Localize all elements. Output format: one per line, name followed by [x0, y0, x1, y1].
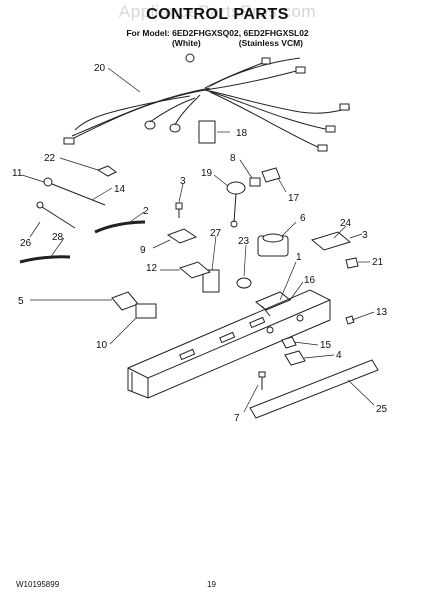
callout-7: 7: [234, 413, 240, 424]
part-23-knob: [236, 277, 252, 289]
callout-10: 10: [96, 340, 108, 351]
part-7-screw: [258, 371, 266, 390]
callout-2: 2: [143, 206, 149, 217]
variant-stainless: (Stainless VCM): [238, 38, 304, 48]
callout-23: 23: [238, 236, 250, 247]
callout-27: 27: [210, 228, 222, 239]
callout-11: 11: [12, 168, 23, 179]
part-3-screw: [175, 202, 183, 218]
page-number: 19: [207, 580, 216, 589]
callout-12: 12: [146, 263, 158, 274]
callout-3-top: 3: [180, 176, 186, 187]
part-27-label: [202, 269, 220, 293]
callout-21: 21: [372, 257, 384, 268]
part-24-bracket: [310, 231, 352, 251]
callout-19: 19: [201, 168, 213, 179]
callout-16: 16: [304, 275, 316, 286]
part-12-switch: [178, 261, 212, 279]
part-22-clip: [96, 165, 117, 177]
part-13-screw: [345, 315, 355, 325]
callout-17: 17: [288, 193, 300, 204]
model-line: For Model: 6ED2FHGXSQ02, 6ED2FHGXSL02: [126, 28, 309, 38]
model-info: For Model: 6ED2FHGXSQ02, 6ED2FHGXSL02 (W…: [0, 28, 435, 48]
page-title: CONTROL PARTS: [146, 6, 289, 23]
callout-28: 28: [52, 232, 64, 243]
watermark: AppliancePartsPros.com: [118, 2, 317, 21]
callout-15: 15: [320, 340, 332, 351]
part-5-bracket: [111, 291, 139, 311]
callout-5: 5: [18, 296, 24, 307]
callout-8: 8: [230, 153, 236, 164]
part-9-switch: [166, 228, 198, 244]
part-21-clip: [345, 257, 359, 269]
part-14-rod: [36, 177, 106, 229]
callout-20: 20: [94, 63, 106, 74]
callout-9: 9: [140, 245, 146, 256]
callout-1: 1: [296, 252, 302, 263]
part-6-thermostat: [257, 233, 289, 257]
part-8-socket: [249, 167, 281, 187]
part-15-hinge: [281, 336, 297, 349]
part-18-plate: [198, 120, 216, 144]
leader-lines: [21, 67, 375, 413]
callout-14: 14: [114, 184, 126, 195]
part-25-panel: [249, 359, 379, 419]
callout-3-right: 3: [362, 230, 368, 241]
callout-22: 22: [44, 153, 56, 164]
callout-6: 6: [300, 213, 306, 224]
part-19-bulb: [226, 181, 246, 228]
callout-labels: 20 18 22 8 11 3 19 17 14 2 6 24 3 26 28 …: [12, 63, 388, 424]
callout-4: 4: [336, 350, 342, 361]
part-4-bracket: [284, 350, 306, 366]
part-10-label: [135, 303, 157, 319]
callout-13: 13: [376, 307, 388, 318]
wire-harness: [63, 53, 351, 152]
document-number: W10195899: [16, 580, 60, 589]
part-28-tube: [19, 255, 71, 264]
control-housing: [127, 289, 331, 399]
callout-24: 24: [340, 218, 352, 229]
callout-26: 26: [20, 238, 32, 249]
part-2-tube: [94, 220, 146, 234]
callout-25: 25: [376, 404, 388, 415]
variant-white: (White): [171, 38, 201, 48]
callout-18: 18: [236, 128, 248, 139]
